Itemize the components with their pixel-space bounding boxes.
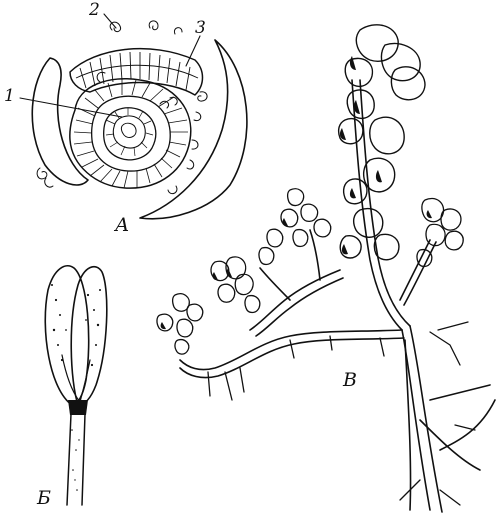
- label-part-2: 2: [89, 2, 100, 19]
- label-view-b: Б: [37, 489, 51, 508]
- panel-b-bud: [45, 266, 107, 505]
- panel-a-hairs: [37, 21, 207, 194]
- panel-a-core-inner: [113, 116, 145, 148]
- panel-b-left-leaf: [45, 266, 88, 405]
- panel-c-leaves-upper-left: [259, 189, 331, 265]
- panel-b-bud-base: [68, 400, 88, 415]
- leader-line-3: [186, 36, 200, 66]
- panel-a-core-center: [121, 123, 136, 137]
- panel-b-stalk: [67, 414, 85, 505]
- panel-a-middle-ring: [70, 79, 191, 188]
- panel-c-leaves-right: [417, 198, 463, 266]
- label-view-a: А: [115, 216, 129, 235]
- panel-c-stems: [180, 80, 495, 512]
- label-part-3: 3: [195, 20, 206, 37]
- label-part-1: 1: [4, 88, 15, 105]
- panel-c-leaves-left: [211, 257, 260, 313]
- panel-b-stalk-texture: [71, 429, 80, 491]
- label-view-c: В: [343, 371, 357, 390]
- panel-c-leaves-far-left: [157, 294, 203, 354]
- panel-c-plant: [157, 25, 495, 512]
- panel-a-bud-section: [20, 14, 247, 219]
- panel-c-side-shading: [161, 210, 432, 329]
